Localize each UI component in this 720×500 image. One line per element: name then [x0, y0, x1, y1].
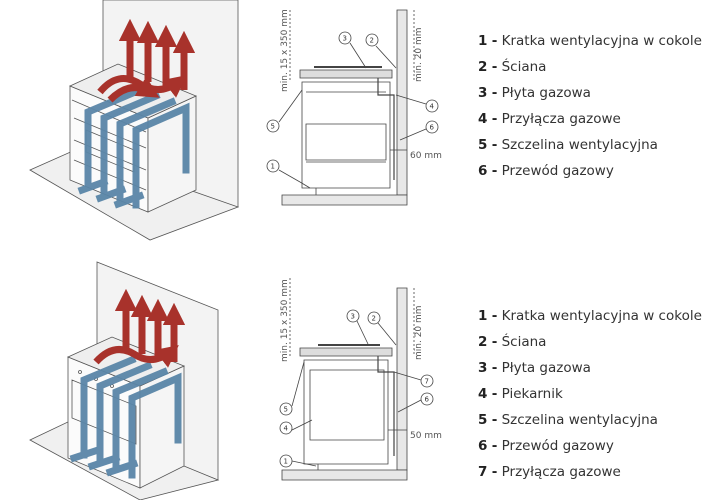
legend-number: 4: [478, 111, 488, 127]
legend-text: Przyłącza gazowe: [501, 111, 621, 127]
bottom-side-gap-label: 50 mm: [410, 431, 442, 441]
legend-dash: -: [491, 59, 498, 75]
legend-item: 7 - Przyłącza gazowe: [478, 459, 702, 485]
legend-dash: -: [491, 33, 498, 49]
top-wall-gap-label: min. 20 mm: [414, 27, 424, 82]
legend-dash: -: [491, 464, 498, 480]
legend-number: 2: [478, 334, 488, 350]
legend-bottom: 1 - Kratka wentylacyjna w cokole 2 - Ści…: [478, 303, 702, 485]
legend-dash: -: [491, 111, 498, 127]
legend-number: 7: [478, 464, 488, 480]
callout-1: 1: [271, 163, 275, 171]
legend-text: Piekarnik: [501, 386, 563, 402]
legend-item: 1 - Kratka wentylacyjna w cokole: [478, 303, 702, 329]
callout-5: 5: [284, 406, 288, 414]
section-top-callout-numbers: 3 2 4 6 5 1: [271, 35, 435, 171]
callout-6: 6: [425, 396, 430, 404]
top-vertical-gap-label: min. 15 x 350 mm: [280, 9, 290, 92]
legend-item: 1 - Kratka wentylacyjna w cokole: [478, 28, 702, 54]
callout-3: 3: [343, 35, 347, 43]
legend-text: Szczelina wentylacyjna: [501, 137, 658, 153]
callout-4: 4: [284, 425, 289, 433]
legend-number: 3: [478, 360, 488, 376]
legend-dash: -: [491, 308, 498, 324]
section-drawing-bottom: [279, 278, 434, 481]
legend-number: 2: [478, 59, 488, 75]
bottom-wall-gap-label: min. 20 mm: [414, 305, 424, 360]
legend-text: Płyta gazowa: [501, 360, 591, 376]
isometric-stove-top: [29, 0, 240, 241]
legend-dash: -: [491, 412, 498, 428]
callout-6: 6: [430, 124, 435, 132]
top-side-gap-label: 60 mm: [410, 151, 442, 161]
legend-number: 6: [478, 438, 488, 454]
legend-dash: -: [491, 85, 498, 101]
legend-item: 3 - Płyta gazowa: [478, 355, 702, 381]
isometric-stove-bottom: [29, 261, 220, 500]
callout-2: 2: [372, 315, 376, 323]
legend-dash: -: [491, 334, 498, 350]
legend-text: Przewód gazowy: [501, 163, 614, 179]
legend-text: Kratka wentylacyjna w cokole: [501, 308, 702, 324]
callout-5: 5: [271, 123, 275, 131]
bottom-vertical-gap-label: min. 15 x 350 mm: [280, 279, 290, 362]
legend-text: Ściana: [501, 59, 547, 75]
callout-7: 7: [425, 378, 429, 386]
legend-item: 4 - Przyłącza gazowe: [478, 106, 702, 132]
legend-item: 4 - Piekarnik: [478, 381, 702, 407]
legend-dash: -: [491, 137, 498, 153]
legend-top: 1 - Kratka wentylacyjna w cokole 2 - Ści…: [478, 28, 702, 184]
legend-text: Płyta gazowa: [501, 85, 591, 101]
legend-item: 2 - Ściana: [478, 329, 702, 355]
legend-number: 1: [478, 33, 488, 49]
legend-item: 6 - Przewód gazowy: [478, 158, 702, 184]
legend-text: Przewód gazowy: [501, 438, 614, 454]
section-bottom-callout-numbers: 3 2 7 6 5 4 1: [284, 313, 430, 466]
legend-number: 3: [478, 85, 488, 101]
legend-item: 5 - Szczelina wentylacyjna: [478, 132, 702, 158]
legend-item: 2 - Ściana: [478, 54, 702, 80]
callout-4: 4: [430, 103, 435, 111]
legend-number: 5: [478, 412, 488, 428]
legend-dash: -: [491, 386, 498, 402]
legend-text: Ściana: [501, 334, 547, 350]
section-drawing-top: [266, 9, 439, 206]
legend-number: 1: [478, 308, 488, 324]
legend-item: 6 - Przewód gazowy: [478, 433, 702, 459]
legend-number: 6: [478, 163, 488, 179]
legend-text: Kratka wentylacyjna w cokole: [501, 33, 702, 49]
legend-dash: -: [491, 163, 498, 179]
legend-number: 4: [478, 386, 488, 402]
legend-number: 5: [478, 137, 488, 153]
legend-dash: -: [491, 360, 498, 376]
callout-3: 3: [351, 313, 355, 321]
legend-item: 5 - Szczelina wentylacyjna: [478, 407, 702, 433]
legend-text: Przyłącza gazowe: [501, 464, 621, 480]
callout-2: 2: [370, 37, 374, 45]
legend-dash: -: [491, 438, 498, 454]
callout-1: 1: [284, 458, 288, 466]
legend-text: Szczelina wentylacyjna: [501, 412, 658, 428]
legend-item: 3 - Płyta gazowa: [478, 80, 702, 106]
